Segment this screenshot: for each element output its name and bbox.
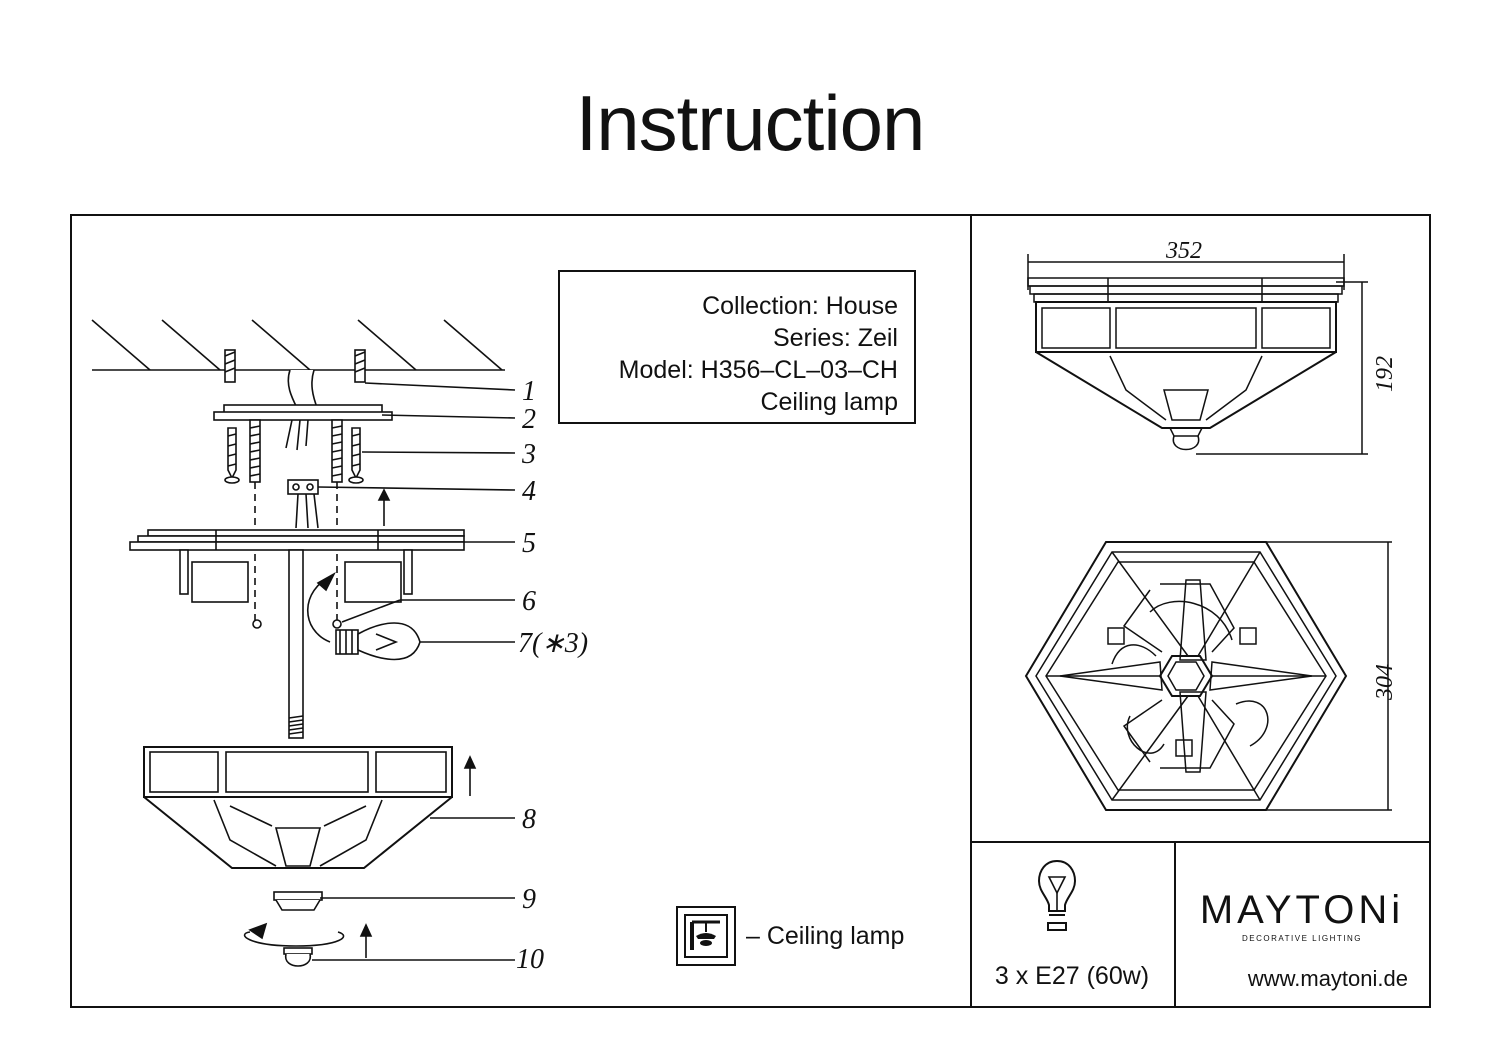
part-number-1: 1 [522,376,536,407]
type-label: Ceiling lamp [760,388,898,416]
product-info-box: Collection: House Series: Zeil Model: H3… [558,270,916,424]
brand-tagline: DECORATIVE LIGHTING [1242,934,1362,943]
wall-anchors [224,349,366,383]
light-bulb-icon [1037,859,1077,931]
part-number-8: 8 [522,804,536,835]
canopy [129,529,465,603]
part-number-9: 9 [522,884,536,915]
part-number-5: 5 [522,528,536,559]
dimension-depth: 304 [1372,664,1398,701]
bulb-part [335,622,421,661]
part-number-6: 6 [522,586,536,617]
terminal-block [287,479,319,529]
part-number-4: 4 [522,476,536,507]
collection-label: Collection: House [702,292,898,320]
center-rod [288,549,304,739]
dimension-width: 352 [1165,238,1202,264]
side-view [1027,254,1368,455]
legend-label: – Ceiling lamp [746,922,905,950]
finial-cap [283,947,313,967]
divider-horizontal [970,841,1429,843]
series-label: Series: Zeil [772,324,898,352]
top-view [1024,541,1392,811]
page-title: Instruction [575,79,926,167]
part-number-3: 3 [521,439,536,470]
divider-bottom [1174,841,1176,1006]
glass-shade [143,746,453,869]
ceiling [91,319,505,371]
website-link[interactable]: www.maytoni.de [1247,966,1408,991]
part-number-7: 7(∗3) [518,628,588,659]
bulb-spec: 3 x E27 (60w) [994,962,1150,990]
part-number-10: 10 [516,944,544,975]
model-label: Model: H356–CL–03–CH [618,356,898,384]
part-number-2: 2 [522,404,536,435]
instruction-frame: Collection: House Series: Zeil Model: H3… [70,214,1431,1008]
divider-vertical [970,216,972,1006]
mounting-plate [213,404,393,421]
screws [224,419,364,484]
dimension-height: 192 [1372,356,1398,392]
ceiling-lamp-icon [676,906,736,966]
brand-logo: MAYTONi [1199,888,1405,932]
finial-ring [273,891,323,911]
